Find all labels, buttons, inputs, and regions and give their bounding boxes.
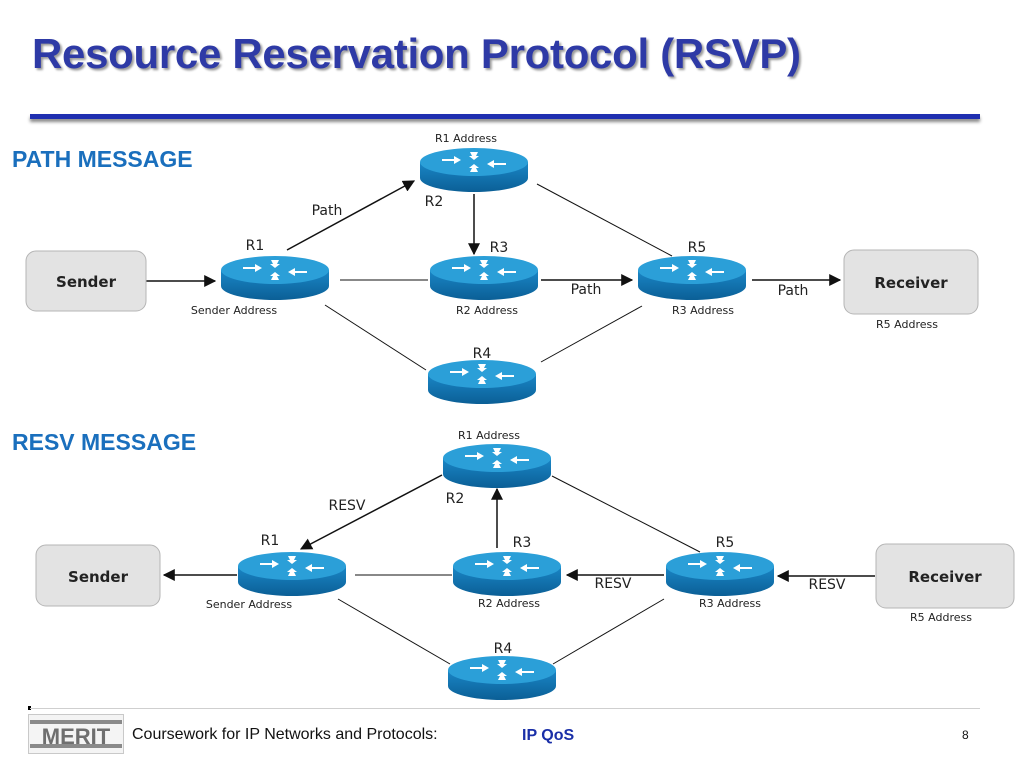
title-underline <box>30 114 980 119</box>
path-arrow-label-r5-receiver: Path <box>778 283 809 299</box>
path-r3-label: R3 <box>490 240 509 256</box>
resv-receiver-label: Receiver <box>908 568 982 586</box>
resv-router-r1-icon <box>238 552 346 596</box>
path-link-r1-r4 <box>324 304 427 371</box>
path-r1-address: R1 Address <box>435 132 497 145</box>
path-router-r4-icon <box>428 360 536 404</box>
path-r2-address: R2 Address <box>456 304 518 317</box>
resv-r5-address: R5 Address <box>910 611 972 624</box>
page-number: 8 <box>962 728 969 742</box>
resv-diagram: Sender Receiver R1 Address R2 R1 R3 R5 R… <box>35 429 1015 700</box>
resv-router-r3-icon <box>453 552 561 596</box>
resv-r2-address: R2 Address <box>478 597 540 610</box>
resv-sender-box <box>35 544 161 607</box>
path-r3-address: R3 Address <box>672 304 734 317</box>
path-arrow-label-r1-r2: Path <box>312 203 343 219</box>
slide-title: Resource Reservation Protocol (RSVP) <box>32 30 801 77</box>
resv-arrow-label-r2-r1: RESV <box>328 498 365 514</box>
path-link-r2-r5 <box>536 183 673 257</box>
path-r5-label: R5 <box>688 240 707 256</box>
resv-r3-address: R3 Address <box>699 597 761 610</box>
path-sender-box <box>25 250 147 312</box>
resv-arrow-r2-r1 <box>299 474 443 550</box>
resv-r1-address: R1 Address <box>458 429 520 442</box>
path-router-r2-icon <box>420 148 528 192</box>
path-message-heading: PATH MESSAGE <box>12 146 193 172</box>
footer-bullet <box>28 706 31 710</box>
resv-router-r5-icon <box>666 552 774 596</box>
path-arrow-r1-r2 <box>286 180 416 251</box>
resv-message-heading: RESV MESSAGE <box>12 429 197 455</box>
resv-link-r4-r5 <box>552 598 665 665</box>
resv-r2-label: R2 <box>446 491 465 507</box>
resv-router-r2-icon <box>443 444 551 488</box>
path-sender-label: Sender <box>56 273 117 291</box>
footer-divider <box>30 708 980 709</box>
resv-receiver-box <box>875 543 1015 609</box>
resv-link-r2-r5 <box>551 475 701 553</box>
footer-topic: IP QoS <box>522 727 575 744</box>
merit-logo: MERIT <box>28 714 124 754</box>
footer-course-text: Coursework for IP Networks and Protocols… <box>132 726 438 743</box>
path-receiver-label: Receiver <box>874 274 948 292</box>
path-receiver-box <box>843 249 979 315</box>
path-link-r4-r5 <box>540 305 643 363</box>
path-r5-address: R5 Address <box>876 318 938 331</box>
resv-sender-label: Sender <box>68 568 129 586</box>
path-router-r5-icon <box>638 256 746 300</box>
path-sender-address: Sender Address <box>191 304 278 317</box>
path-r4-label: R4 <box>473 346 492 362</box>
resv-r4-label: R4 <box>494 641 513 657</box>
path-arrow-label-r3-r5: Path <box>571 282 602 298</box>
resv-r3-label: R3 <box>513 535 532 551</box>
merit-logo-text: MERIT <box>42 724 111 749</box>
path-router-r3-icon <box>430 256 538 300</box>
resv-r5-label: R5 <box>716 535 735 551</box>
resv-arrow-label-r5-r3: RESV <box>594 576 631 592</box>
path-router-r1-icon <box>221 256 329 300</box>
path-diagram: Sender Receiver R1 Address R2 R1 R3 R5 R… <box>25 132 979 404</box>
resv-router-r4-icon <box>448 656 556 700</box>
resv-r1-label: R1 <box>261 533 280 549</box>
path-r1-label: R1 <box>246 238 265 254</box>
resv-sender-address: Sender Address <box>206 598 293 611</box>
resv-link-r1-r4 <box>337 598 451 665</box>
path-r2-label: R2 <box>425 194 444 210</box>
resv-arrow-label-receiver-r5: RESV <box>808 577 845 593</box>
